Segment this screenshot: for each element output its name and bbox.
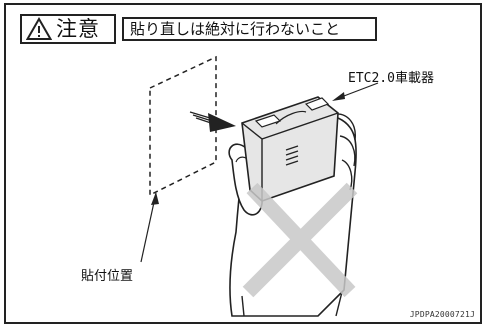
mounting-position-label: 貼付位置 [81,269,134,284]
motion-arrow-icon [189,111,236,132]
device-leader-arrowhead [332,92,345,101]
warning-message-box: 貼り直しは絶対に行わないこと [122,17,377,41]
caution-header: 注意 [20,14,116,44]
caution-title: 注意 [56,16,100,41]
warning-message: 貼り直しは絶対に行わないこと [130,19,341,38]
etc-device-icon [241,96,339,202]
prohibited-cross-icon [242,182,358,298]
figure-code: JPDPA2000721J [409,310,475,319]
device-label: ETC2.0車載器 [348,71,434,86]
position-leader-arrowhead [151,192,159,205]
mounting-area-outline [149,55,217,197]
warning-triangle-icon [26,17,52,40]
